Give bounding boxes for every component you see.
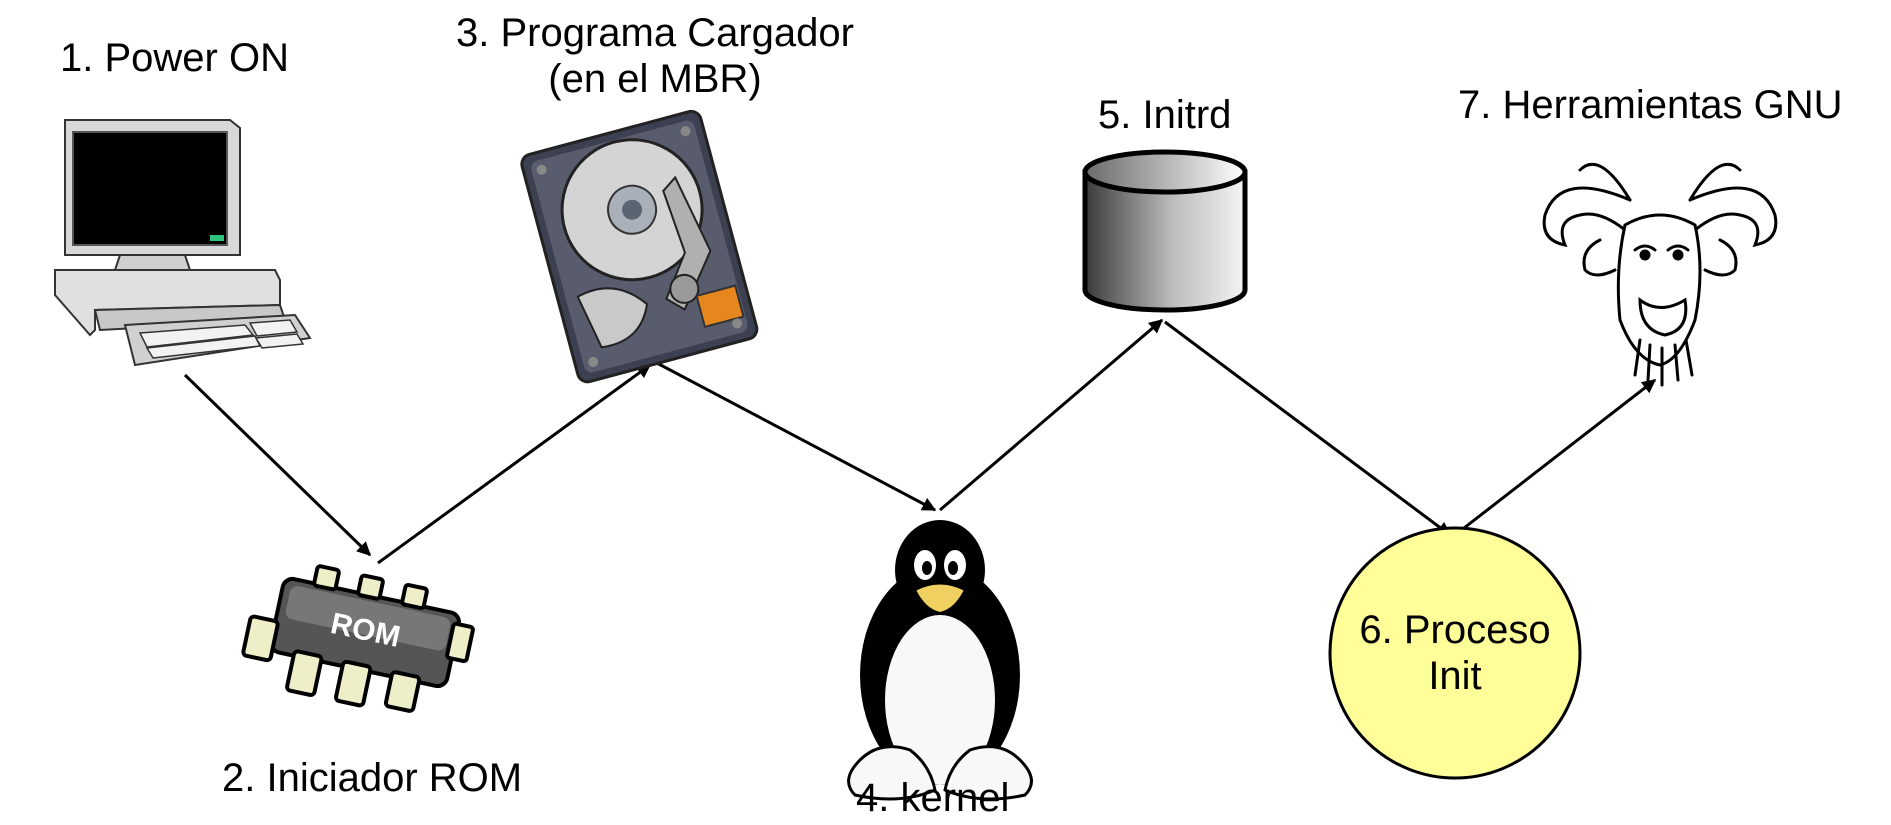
step-6-label-line1: 6. Proceso [1359, 608, 1551, 652]
init-process-node [1328, 526, 1582, 780]
step-6-label-line2: Init [1428, 654, 1482, 698]
rom-chip-icon: ROM [241, 564, 475, 713]
hard-disk-icon [520, 109, 759, 384]
step-5-label: 5. Initrd [1098, 93, 1232, 137]
init-circle [1328, 526, 1582, 780]
arrow-power-to-rom [183, 373, 372, 557]
step-3-label-line2: (en el MBR) [548, 57, 762, 101]
step-1-label: 1. Power ON [60, 36, 289, 80]
step-4-label: 4. kernel [856, 776, 1010, 820]
gnu-head-icon [1542, 162, 1778, 387]
step-6-label: 6. Proceso Init [1330, 607, 1580, 699]
arrow-kernel-to-initrd [939, 318, 1164, 512]
arrow-loader-to-kernel [654, 360, 937, 512]
arrow-rom-to-loader [377, 363, 652, 565]
arrows [183, 318, 1657, 565]
arrow-init-to-gnu [1454, 378, 1657, 537]
database-cylinder-icon [1082, 149, 1248, 313]
step-2-label: 2. Iniciador ROM [222, 756, 523, 800]
step-7-label: 7. Herramientas GNU [1458, 83, 1843, 127]
arrow-initrd-to-init [1164, 320, 1452, 537]
computer-icon [54, 119, 312, 367]
tux-penguin-icon [847, 520, 1033, 801]
step-3-label: 3. Programa Cargador (en el MBR) [445, 10, 865, 102]
step-3-label-line1: 3. Programa Cargador [456, 11, 854, 55]
